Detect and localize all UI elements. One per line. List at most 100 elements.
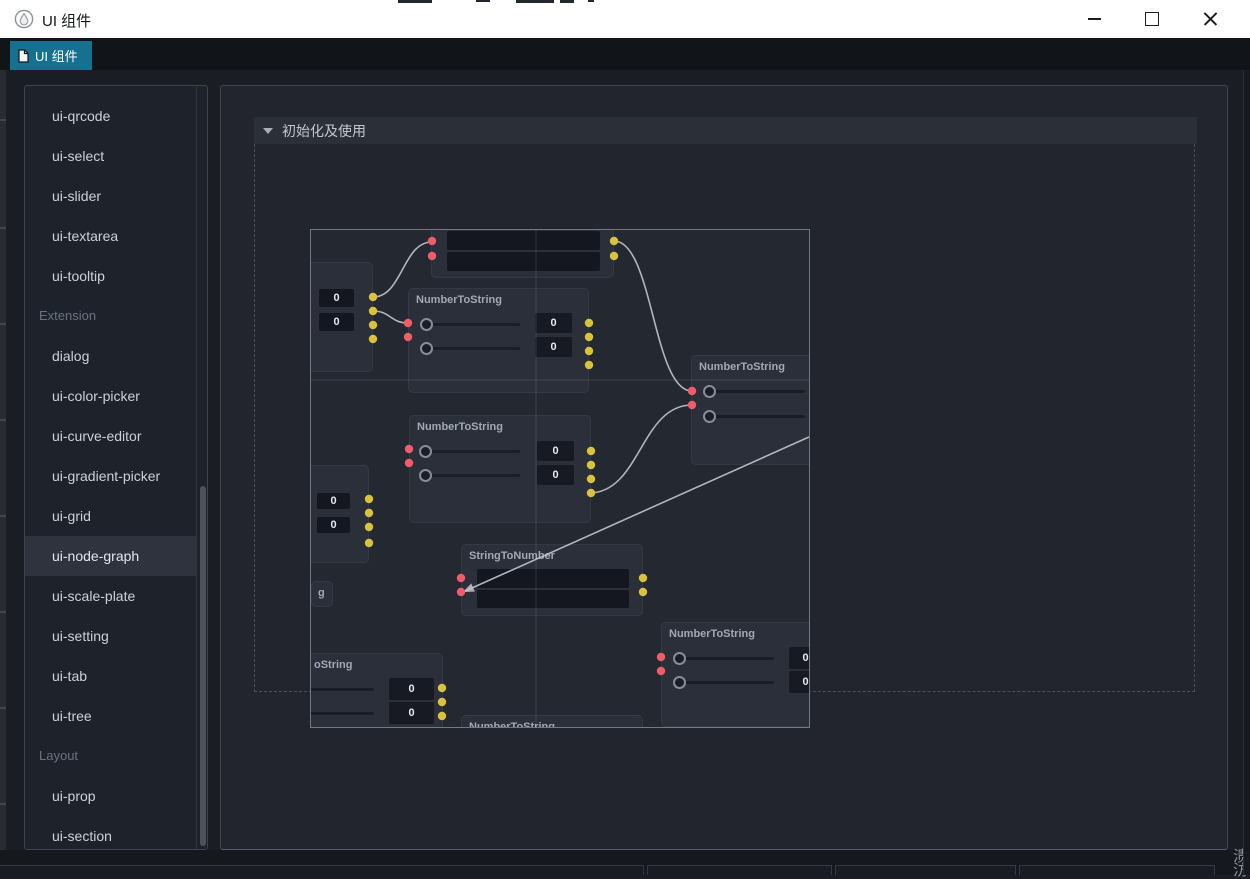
port-yellow[interactable]	[438, 698, 446, 706]
section-header[interactable]: 初始化及使用	[254, 117, 1197, 144]
slider-value-field[interactable]: 0	[537, 465, 574, 485]
port-yellow[interactable]	[610, 252, 618, 260]
port-red[interactable]	[428, 252, 436, 260]
port-yellow[interactable]	[587, 475, 595, 483]
port-yellow[interactable]	[585, 347, 593, 355]
port-yellow[interactable]	[365, 509, 373, 517]
port-yellow[interactable]	[639, 574, 647, 582]
port-yellow[interactable]	[587, 447, 595, 455]
port-red[interactable]	[688, 401, 696, 409]
tab-ui-components[interactable]: UI 组件	[10, 41, 92, 70]
graph-node-string-to-number[interactable]: StringToNumber	[461, 544, 643, 616]
port-red[interactable]	[405, 459, 413, 467]
slider-track[interactable]	[426, 323, 520, 326]
node-input-field[interactable]	[477, 590, 629, 608]
slider-track[interactable]	[310, 712, 374, 715]
port-yellow[interactable]	[369, 335, 377, 343]
port-yellow[interactable]	[369, 293, 377, 301]
graph-node-clipped-fragment[interactable]: g	[311, 581, 333, 607]
slider-knob[interactable]	[419, 445, 432, 458]
sidebar-item-ui-color-picker[interactable]: ui-color-picker	[25, 376, 197, 416]
node-input-field[interactable]	[447, 231, 600, 250]
graph-node-top-node[interactable]	[431, 229, 614, 278]
port-red[interactable]	[404, 319, 412, 327]
port-red[interactable]	[457, 574, 465, 582]
slider-track[interactable]	[679, 681, 774, 684]
sidebar-item-ui-curve-editor[interactable]: ui-curve-editor	[25, 416, 197, 456]
port-yellow[interactable]	[438, 712, 446, 720]
graph-node-number-to-string-1[interactable]: NumberToString00	[408, 288, 589, 393]
sidebar-item-ui-gradient-picker[interactable]: ui-gradient-picker	[25, 456, 197, 496]
port-yellow[interactable]	[365, 523, 373, 531]
port-yellow[interactable]	[369, 321, 377, 329]
port-yellow[interactable]	[587, 489, 595, 497]
port-yellow[interactable]	[585, 333, 593, 341]
graph-node-number-to-string-2[interactable]: NumberToString00	[409, 415, 591, 523]
sidebar-item-ui-prop[interactable]: ui-prop	[25, 776, 197, 816]
sidebar-item-ui-select[interactable]: ui-select	[25, 136, 197, 176]
port-red[interactable]	[428, 237, 436, 245]
graph-node-number-to-string-clipped-bottom[interactable]: NumberToString	[461, 715, 643, 728]
slider-knob[interactable]	[419, 469, 432, 482]
slider-knob[interactable]	[703, 410, 716, 423]
sidebar-item-ui-qrcode[interactable]: ui-qrcode	[25, 96, 197, 136]
port-yellow[interactable]	[365, 539, 373, 547]
graph-canvas[interactable]: NumberToString0000NumberToString0000gStr…	[310, 229, 810, 728]
port-yellow[interactable]	[585, 319, 593, 327]
port-yellow[interactable]	[438, 684, 446, 692]
port-yellow[interactable]	[587, 461, 595, 469]
sidebar-item-ui-tab[interactable]: ui-tab	[25, 656, 197, 696]
graph-node-left-node-2[interactable]: 00	[310, 465, 369, 563]
port-red[interactable]	[657, 667, 665, 675]
port-red[interactable]	[688, 387, 696, 395]
port-yellow[interactable]	[610, 237, 618, 245]
slider-value-field[interactable]: 0	[789, 671, 810, 693]
slider-track[interactable]	[425, 474, 520, 477]
slider-value-field[interactable]: 0	[535, 337, 572, 357]
node-input-field[interactable]: 0	[319, 289, 354, 307]
port-yellow[interactable]	[369, 307, 377, 315]
sidebar-item-dialog[interactable]: dialog	[25, 336, 197, 376]
slider-track[interactable]	[709, 415, 805, 418]
port-red[interactable]	[404, 333, 412, 341]
port-red[interactable]	[457, 588, 465, 596]
slider-value-field[interactable]: 0	[535, 313, 572, 333]
slider-value-field[interactable]: 0	[389, 678, 434, 700]
slider-knob[interactable]	[673, 676, 686, 689]
sidebar-item-ui-textarea[interactable]: ui-textarea	[25, 216, 197, 256]
node-input-field[interactable]	[477, 569, 629, 588]
graph-node-number-to-string-3[interactable]: NumberToString00	[661, 622, 810, 727]
slider-knob[interactable]	[420, 342, 433, 355]
node-input-field[interactable]: 0	[317, 517, 350, 533]
slider-value-field[interactable]: 0	[789, 647, 810, 669]
slider-track[interactable]	[426, 347, 520, 350]
slider-knob[interactable]	[703, 385, 716, 398]
node-input-field[interactable]: 0	[317, 493, 350, 509]
slider-value-field[interactable]: 0	[389, 702, 434, 724]
slider-knob[interactable]	[420, 318, 433, 331]
close-button[interactable]	[1187, 0, 1233, 38]
slider-track[interactable]	[310, 688, 374, 691]
sidebar-item-ui-setting[interactable]: ui-setting	[25, 616, 197, 656]
node-input-field[interactable]	[447, 252, 600, 271]
slider-knob[interactable]	[673, 652, 686, 665]
graph-node-number-to-string-4[interactable]: NumberToString	[691, 355, 810, 465]
slider-value-field[interactable]: 0	[537, 441, 574, 461]
graph-node-number-to-string-clipped-left[interactable]: oString00	[310, 653, 443, 728]
slider-track[interactable]	[709, 390, 805, 393]
port-yellow[interactable]	[585, 361, 593, 369]
sidebar-item-ui-scale-plate[interactable]: ui-scale-plate	[25, 576, 197, 616]
port-yellow[interactable]	[365, 495, 373, 503]
minimize-button[interactable]	[1071, 0, 1117, 38]
slider-track[interactable]	[425, 450, 520, 453]
sidebar-item-ui-node-graph[interactable]: ui-node-graph	[25, 536, 197, 576]
graph-node-left-node-1[interactable]: 00	[310, 262, 373, 372]
sidebar-item-ui-grid[interactable]: ui-grid	[25, 496, 197, 536]
port-red[interactable]	[657, 653, 665, 661]
port-yellow[interactable]	[639, 588, 647, 596]
slider-track[interactable]	[679, 657, 774, 660]
maximize-button[interactable]	[1129, 0, 1175, 38]
sidebar-scrollbar-thumb[interactable]	[200, 486, 206, 846]
sidebar-item-ui-tooltip[interactable]: ui-tooltip	[25, 256, 197, 296]
port-red[interactable]	[405, 445, 413, 453]
